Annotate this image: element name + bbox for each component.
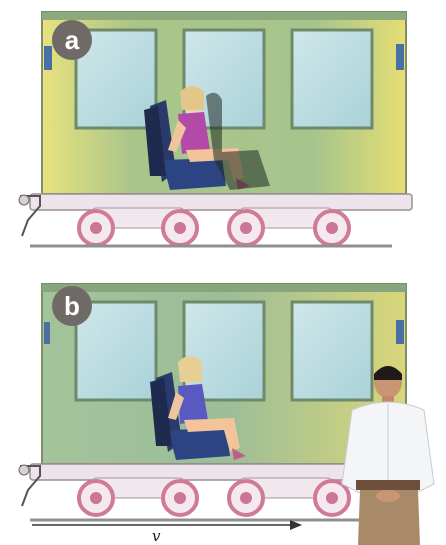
window-right [292,302,372,400]
panel-label-b: b [55,289,89,323]
window-right [292,30,372,128]
undercarriage [30,194,412,210]
panel-a: a [0,0,446,265]
wheel-bogie-icon [79,478,349,515]
wheel-bogie-icon [79,208,349,245]
panel-label-a: a [55,23,89,57]
panel-b: b [0,270,446,545]
velocity-label: v [152,527,160,545]
